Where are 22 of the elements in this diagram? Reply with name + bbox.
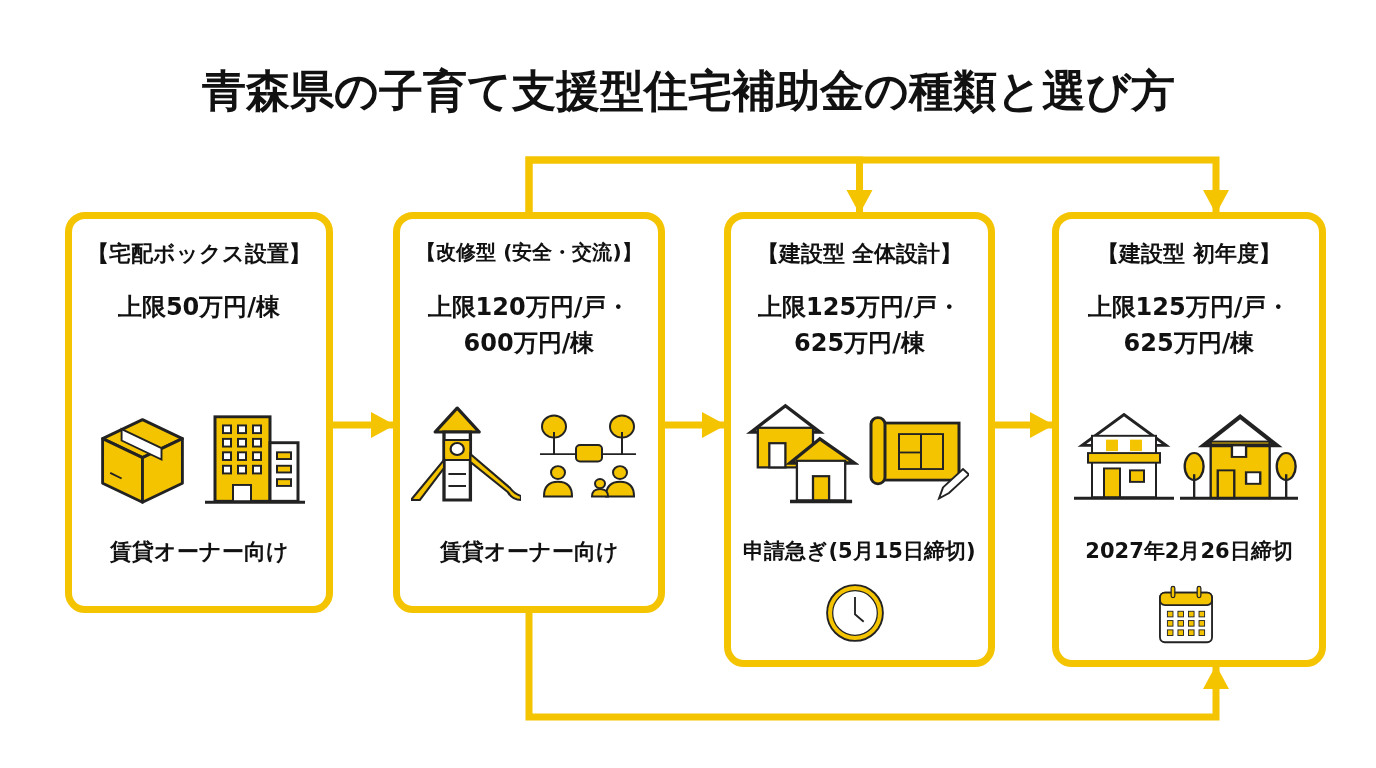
title: 青森県の子育て支援型住宅補助金の種類と選び方 [200,64,1176,118]
amount-text: 上限50万円/棟 [116,292,282,323]
amount-text: 上限125万円/戸・625万円/棟 [1086,292,1292,359]
panel-box [393,212,665,613]
arrow [333,412,395,438]
panel-box [724,212,995,667]
arrow [995,412,1054,438]
amount-text: 上限120万円/戸・600万円/棟 [426,292,632,359]
panel-box [1052,212,1326,667]
panel-heading: 【改修型 (安全・交流)】 [415,239,643,266]
arrow [525,613,1229,721]
panel-heading: 【建設型 全体設計】 [755,240,964,268]
panel-box [65,212,333,613]
arrow [525,156,1229,214]
panel-heading: 【宅配ボックス設置】 [86,240,312,268]
panel-heading: 【建設型 初年度】 [1096,240,1282,268]
arrow [665,412,726,438]
note-text: 賃貸オーナー向け [108,538,290,566]
note-text: 賃貸オーナー向け [438,538,620,566]
note-text: 2027年2月26日締切 [1084,538,1294,565]
note-text: 申請急ぎ(5月15日締切) [742,538,977,565]
amount-text: 上限125万円/戸・625万円/棟 [757,292,962,359]
